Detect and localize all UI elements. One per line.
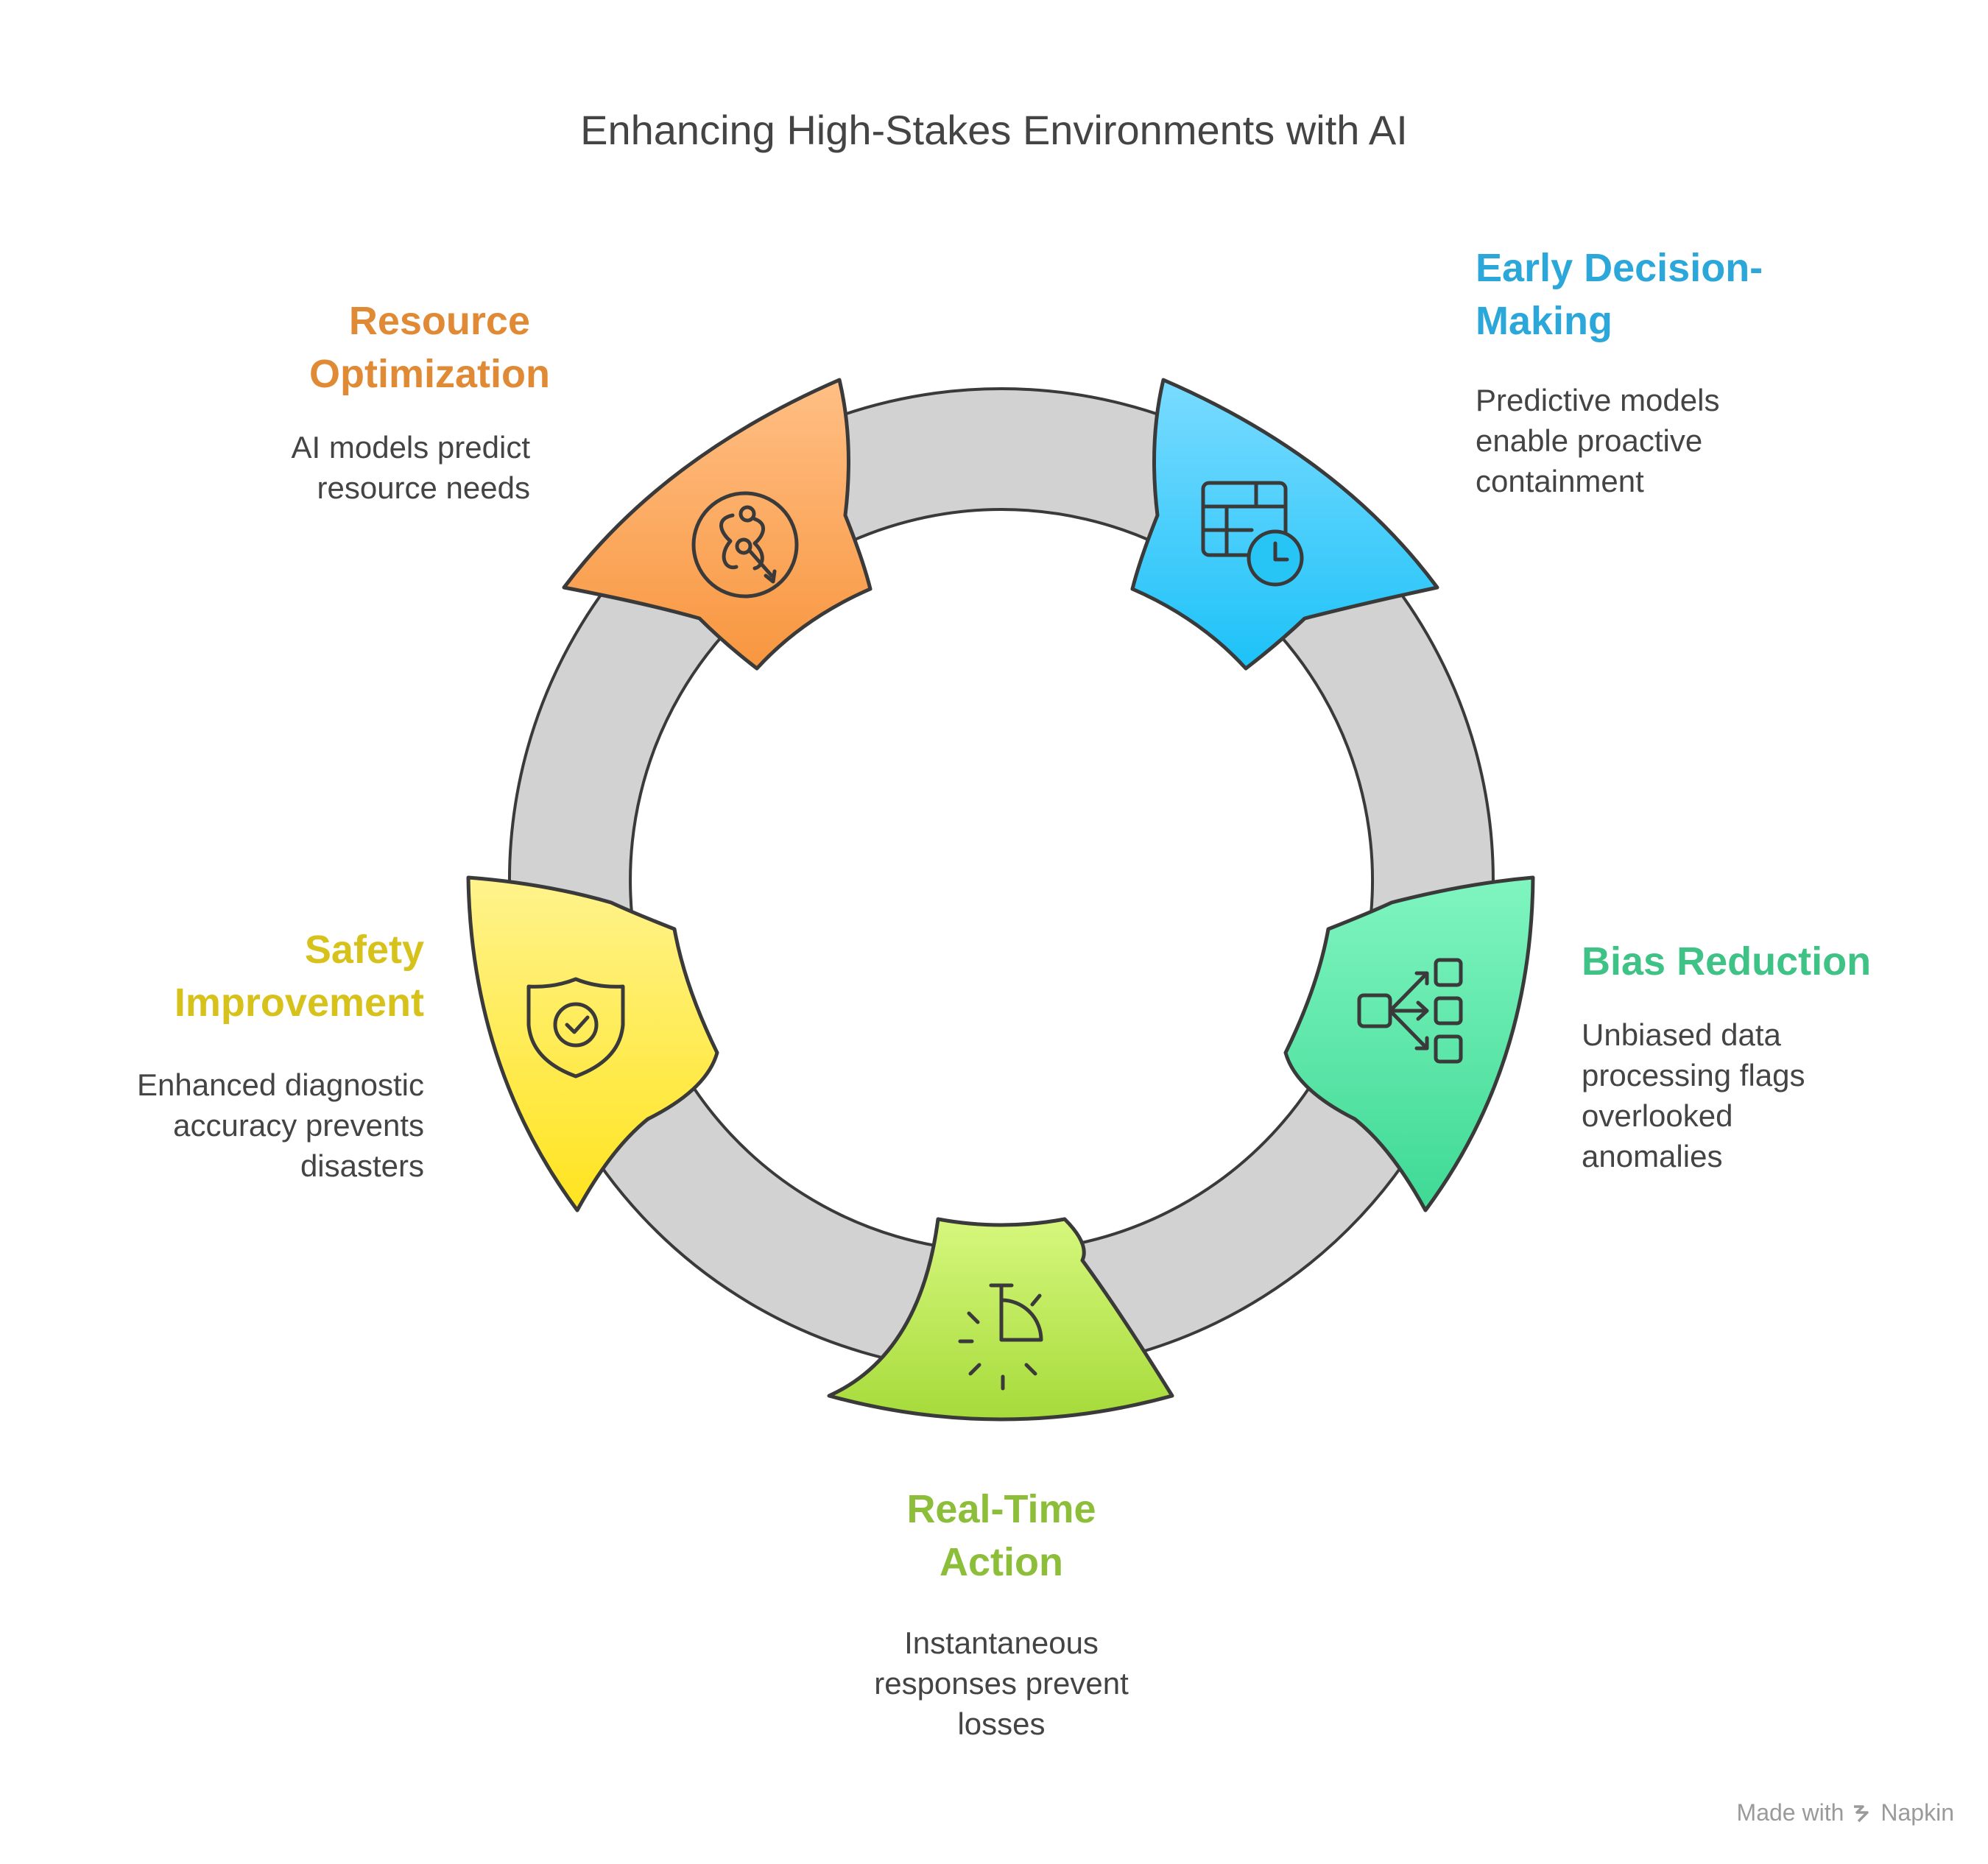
desc-line: Instantaneous (904, 1625, 1099, 1660)
desc-line: disasters (300, 1148, 424, 1183)
stage-desc-safety-improvement: Enhanced diagnostic accuracy prevents di… (74, 1065, 424, 1186)
desc-line: Unbiased data (1582, 1017, 1781, 1052)
stage-heading-bias-reduction: Bias Reduction (1582, 935, 1964, 988)
stage-heading-resource-optimization: Resource Optimization (309, 294, 550, 400)
desc-line: resource needs (317, 470, 530, 505)
stage-block-real-time-action (827, 1217, 1174, 1422)
desc-line: Predictive models (1476, 383, 1720, 417)
stage-block-bias-reduction (1283, 875, 1535, 1212)
desc-line: Enhanced diagnostic (137, 1067, 424, 1102)
made-with-napkin-credit[interactable]: Made with Napkin (1737, 1799, 1954, 1826)
stage-desc-real-time-action: Instantaneous responses prevent losses (817, 1623, 1185, 1744)
heading-line: Early Decision- (1476, 246, 1763, 290)
heading-line: Making (1476, 299, 1613, 343)
desc-line: losses (957, 1706, 1046, 1741)
desc-line: responses prevent (874, 1666, 1129, 1701)
napkin-logo-icon (1854, 1804, 1869, 1822)
diagram-title: Enhancing High-Stakes Environments with … (580, 107, 1408, 153)
stage-shape (466, 875, 719, 1212)
heading-line: Bias Reduction (1582, 939, 1872, 984)
stage-block-early-decision-making (1130, 378, 1439, 671)
desc-line: overlooked (1582, 1098, 1733, 1133)
calendar-clock-icon (1201, 481, 1304, 587)
heading-line: Safety (304, 928, 424, 972)
heading-line: Real-Time (906, 1487, 1096, 1531)
network-route-icon (691, 491, 799, 599)
desc-line: processing flags (1582, 1058, 1805, 1092)
stage-shape (1283, 875, 1535, 1212)
stage-desc-early-decision-making: Predictive models enable proactive conta… (1476, 380, 1844, 501)
stage-block-safety-improvement (466, 875, 719, 1212)
shield-check-icon (526, 977, 625, 1078)
desc-line: AI models predict (291, 430, 530, 465)
stage-heading-safety-improvement: Safety Improvement (103, 923, 424, 1029)
stage-heading-early-decision-making: Early Decision- Making (1476, 241, 1844, 347)
timer-icon (958, 1283, 1043, 1391)
credit-brand: Napkin (1881, 1799, 1954, 1826)
stage-block-resource-optimization (562, 378, 873, 671)
desc-line: accuracy prevents (173, 1108, 424, 1143)
heading-line: Resource (348, 299, 530, 343)
stage-desc-resource-optimization: AI models predict resource needs (221, 427, 530, 508)
heading-line: Optimization (309, 352, 550, 396)
desc-line: containment (1476, 464, 1644, 498)
data-flow-icon (1357, 958, 1463, 1064)
desc-line: enable proactive (1476, 423, 1703, 458)
desc-line: anomalies (1582, 1139, 1723, 1173)
stage-shape (562, 378, 873, 671)
heading-line: Action (940, 1540, 1063, 1584)
heading-line: Improvement (174, 981, 424, 1025)
stage-heading-real-time-action: Real-Time Action (854, 1483, 1149, 1589)
credit-prefix: Made with (1736, 1799, 1844, 1826)
stage-desc-bias-reduction: Unbiased data processing flags overlooke… (1582, 1014, 1950, 1176)
